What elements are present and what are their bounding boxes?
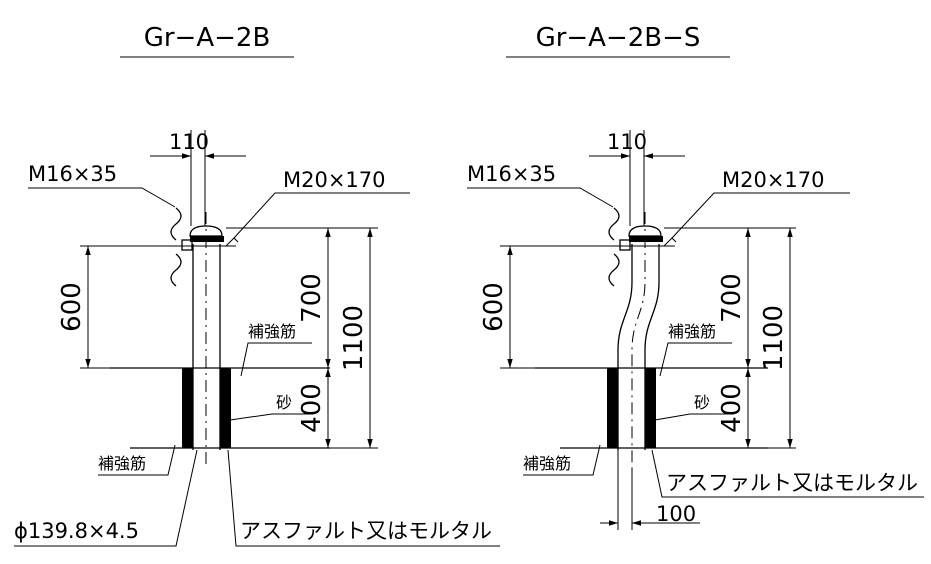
left-sand-label: 砂 — [276, 393, 292, 412]
right-dim-700: 700 — [717, 273, 747, 323]
left-anchor-label: M20×170 — [283, 168, 386, 192]
left-dim-600: 600 — [57, 282, 87, 332]
right-anchor-label: M20×170 — [722, 168, 825, 192]
right-anchor-arrowhead — [663, 237, 677, 247]
left-asphalt-label: アスファルト又はモルタル — [240, 519, 492, 543]
right-drawing: Gr−A−2B−S 110 M16×35 M20×170 — [467, 23, 924, 530]
right-post-cap — [628, 225, 662, 237]
left-pipe-leader — [14, 449, 198, 547]
right-dim-600: 600 — [479, 282, 509, 332]
right-foundation-right — [645, 368, 656, 448]
left-rebar-label-right: 補強筋 — [248, 322, 296, 341]
left-sand-leader — [229, 413, 310, 421]
right-anchor-leader — [671, 192, 850, 239]
left-rebar-label-left: 補強筋 — [98, 454, 146, 473]
right-rebar-label-right: 補強筋 — [668, 322, 716, 341]
right-asphalt-leader — [651, 449, 924, 498]
left-title: Gr−A−2B — [144, 23, 271, 53]
left-clamp-lower — [170, 253, 182, 287]
left-asphalt-leader — [227, 449, 500, 547]
left-dim-110: 110 — [169, 130, 209, 154]
right-post-left-wall — [617, 244, 633, 450]
right-post-centerline — [631, 212, 646, 468]
left-rebar-leader-left — [98, 444, 176, 476]
left-bolt-label: M16×35 — [28, 162, 117, 186]
right-rebar-leader-right — [659, 342, 732, 377]
left-drawing: Gr−A−2B 110 M16×35 M20×170 — [14, 23, 500, 547]
right-clamp-upper — [608, 207, 620, 241]
left-dim-1100: 1100 — [339, 305, 369, 371]
left-post-cap — [189, 225, 223, 237]
right-post-right-wall — [644, 244, 660, 450]
left-dim-400: 400 — [297, 383, 327, 433]
left-dim-700: 700 — [297, 273, 327, 323]
left-post-cap-band — [190, 236, 224, 242]
left-foundation-right — [220, 368, 231, 448]
right-sand-label: 砂 — [694, 393, 710, 412]
left-pipe-label: ϕ139.8×4.5 — [14, 519, 139, 543]
right-bolt-label: M16×35 — [467, 162, 556, 186]
right-dim-400: 400 — [717, 383, 747, 433]
right-bolt-head — [619, 239, 631, 251]
right-post-cap-band — [629, 236, 663, 242]
right-rebar-label-left: 補強筋 — [523, 454, 571, 473]
right-foundation-left — [607, 368, 618, 448]
right-rebar-leader-left — [523, 444, 601, 476]
left-anchor-leader — [233, 192, 410, 239]
right-clamp-lower — [608, 253, 620, 287]
left-foundation-left — [182, 368, 193, 448]
left-clamp-upper — [170, 207, 182, 241]
right-bolt-leader — [467, 187, 614, 208]
right-dim-100: 100 — [656, 502, 696, 526]
left-anchor-arrowhead — [225, 237, 239, 247]
right-sand-leader — [654, 413, 730, 421]
right-asphalt-label: アスファルト又はモルタル — [666, 471, 918, 495]
right-title: Gr−A−2B−S — [536, 23, 701, 53]
left-bolt-leader — [28, 187, 176, 208]
left-bolt-head — [181, 239, 193, 251]
left-rebar-leader-right — [240, 342, 312, 377]
right-dim-1100: 1100 — [759, 305, 789, 371]
right-dim-110: 110 — [607, 130, 647, 154]
